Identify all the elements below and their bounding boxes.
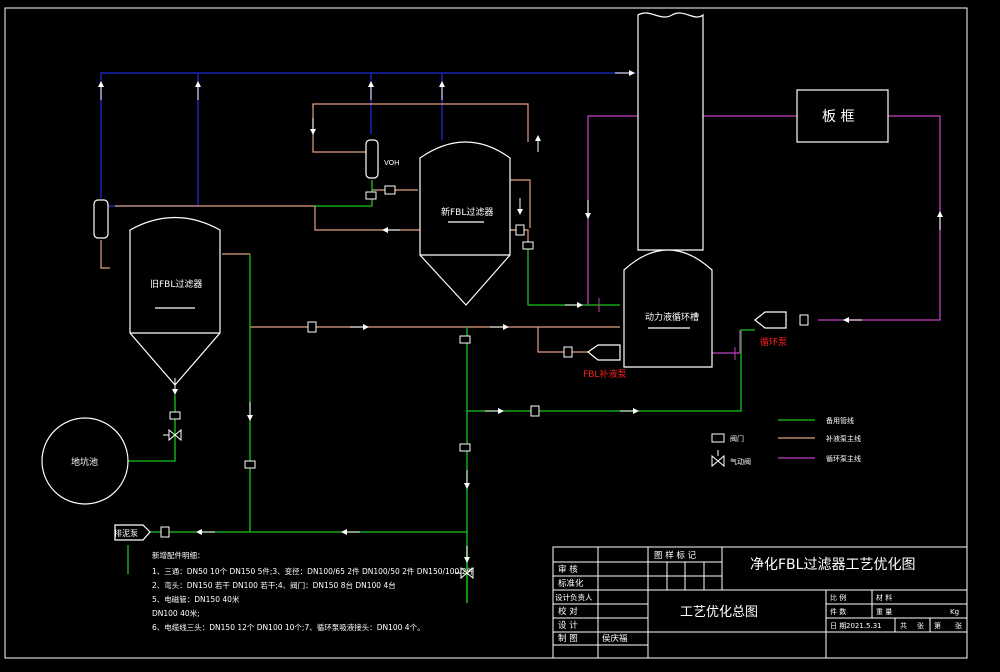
plate-frame-label: 板 框 <box>822 109 854 125</box>
equipment <box>41 12 889 541</box>
fbl-pump-shape <box>586 344 621 361</box>
green-old-bottom <box>128 395 176 462</box>
pool-label: 地坑池 <box>71 456 98 468</box>
new-fbl-filter <box>419 141 511 306</box>
role-design: 设 计 <box>558 620 578 631</box>
orange-top-loop <box>312 103 529 142</box>
title-block-outer <box>552 546 968 659</box>
sheets-unit: 张 <box>917 621 924 630</box>
new-filter-label: 新FBL过滤器 <box>441 206 493 218</box>
valve-vent <box>384 185 396 195</box>
power-fluid-tank <box>623 249 713 368</box>
valve-fbl-pump <box>563 346 573 358</box>
gate-valve-old <box>168 428 182 442</box>
legend-gate-valve-label: 气动阀 <box>730 457 751 466</box>
title-block-text: 净化FBL过滤器工艺优化图 工艺优化总图 图 样 标 记 审 核 标准化 设计负… <box>555 550 962 644</box>
tank-label: 动力液循环槽 <box>645 311 699 323</box>
sheet-suffix: 张 <box>955 621 962 630</box>
labels: 旧FBL过滤器 新FBL过滤器 动力液循环槽 板 框 地坑池 VOH FBL补液… <box>71 109 861 538</box>
notes-line-5: 6、电缆线三头：DN150 12个 DN100 10个;7、循环泵吸液接头：DN… <box>152 622 425 632</box>
legend-gate-valve-symbol <box>711 454 725 468</box>
valve-drain <box>160 526 170 538</box>
green-to-circ <box>467 329 755 412</box>
plate-frame-box <box>796 89 889 143</box>
legend-lines <box>778 419 815 459</box>
notes-line-1: 1、三通：DN50 10个 DN150 5件;3、变径：DN100/65 2件 … <box>152 566 474 576</box>
count-label: 件 数 <box>830 607 846 616</box>
valve-to-circ <box>530 405 540 417</box>
blue-pipes <box>100 72 636 207</box>
legend-valve-label: 阀门 <box>730 434 744 443</box>
legend-valve-symbol <box>711 433 725 443</box>
drawing-title: 净化FBL过滤器工艺优化图 <box>750 557 915 573</box>
drain-pump-label: 排泥泵 <box>114 528 138 538</box>
drawing-subtitle: 工艺优化总图 <box>680 605 758 620</box>
sheet-no: 第 <box>934 621 941 630</box>
valves <box>160 185 809 538</box>
magenta-return <box>818 115 941 321</box>
valve-old-drain <box>244 460 256 469</box>
parts-notes: 新增配件明细： 1、三通：DN50 10个 DN150 5件;3、变径：DN10… <box>152 550 474 632</box>
role-review: 审 核 <box>558 564 578 575</box>
valve-new-bottom <box>459 335 471 344</box>
date-label: 日 期 <box>830 622 846 630</box>
magenta-to-plate <box>587 115 797 305</box>
sump-pool <box>41 417 129 505</box>
role-draw: 制 图 <box>558 633 578 644</box>
old-separator <box>93 199 109 239</box>
valve-old-bottom <box>169 411 181 420</box>
date-value: 2021.5.31 <box>846 622 882 630</box>
valve-new-bypass <box>515 224 525 236</box>
orange-new-side <box>510 179 531 228</box>
valve-circ <box>799 314 809 326</box>
valve-green-mid <box>459 443 471 452</box>
chimney-column <box>637 12 704 251</box>
flow-arrows <box>98 70 943 563</box>
orange-left-drop <box>312 104 366 153</box>
circ-pump-shape <box>754 311 787 329</box>
old-fbl-filter <box>129 216 221 386</box>
circ-pump-label: 循环泵 <box>760 336 787 348</box>
green-old-drain <box>249 254 467 533</box>
notes-title: 新增配件明细： <box>152 550 205 560</box>
role-lead: 设计负责人 <box>555 592 593 602</box>
green-vent-drain <box>315 180 373 207</box>
mark-header: 图 样 标 记 <box>654 550 697 561</box>
unit-label: Kg <box>950 608 959 616</box>
valve-sep <box>365 191 377 200</box>
valve-green <box>522 241 534 250</box>
legend-orange-label: 补液泵主线 <box>826 434 861 443</box>
drafter-name: 侯庆福 <box>602 633 628 644</box>
gate-valve-bottom <box>460 566 474 580</box>
notes-line-2: 2、弯头：DN150 若干 DN100 若干;4、阀门：DN150 8台 DN1… <box>152 580 396 590</box>
drawing-frame <box>4 7 968 659</box>
vent-label: VOH <box>384 159 399 167</box>
sheets-total: 共 <box>900 621 907 630</box>
drain-pump-shape <box>114 524 151 541</box>
mid-separator <box>365 139 379 179</box>
fbl-pump-label: FBL补液泵 <box>583 368 626 380</box>
title-block <box>552 546 968 659</box>
green-new-to-tank <box>527 247 620 306</box>
weight-label: 重 量 <box>876 608 892 616</box>
ratio-label: 比 例 <box>830 593 846 602</box>
role-standard: 标准化 <box>558 578 584 589</box>
material-label: 材 料 <box>876 593 892 602</box>
orange-old-to-new <box>115 205 520 231</box>
old-filter-label: 旧FBL过滤器 <box>150 278 202 290</box>
notes-line-4: DN100 40米; <box>152 608 200 618</box>
blue-vent-main <box>100 72 636 198</box>
orange-pump-line <box>537 327 590 353</box>
orange-sep-return <box>100 240 110 269</box>
gate-valves <box>163 298 736 580</box>
legend-green-label: 备用管线 <box>826 416 854 425</box>
role-check: 校 对 <box>558 606 578 617</box>
notes-line-3: 5、电磁管：DN150 40米 <box>152 594 240 604</box>
valve-mid-header <box>307 321 317 333</box>
legend-magenta-label: 循环泵主线 <box>826 454 861 463</box>
